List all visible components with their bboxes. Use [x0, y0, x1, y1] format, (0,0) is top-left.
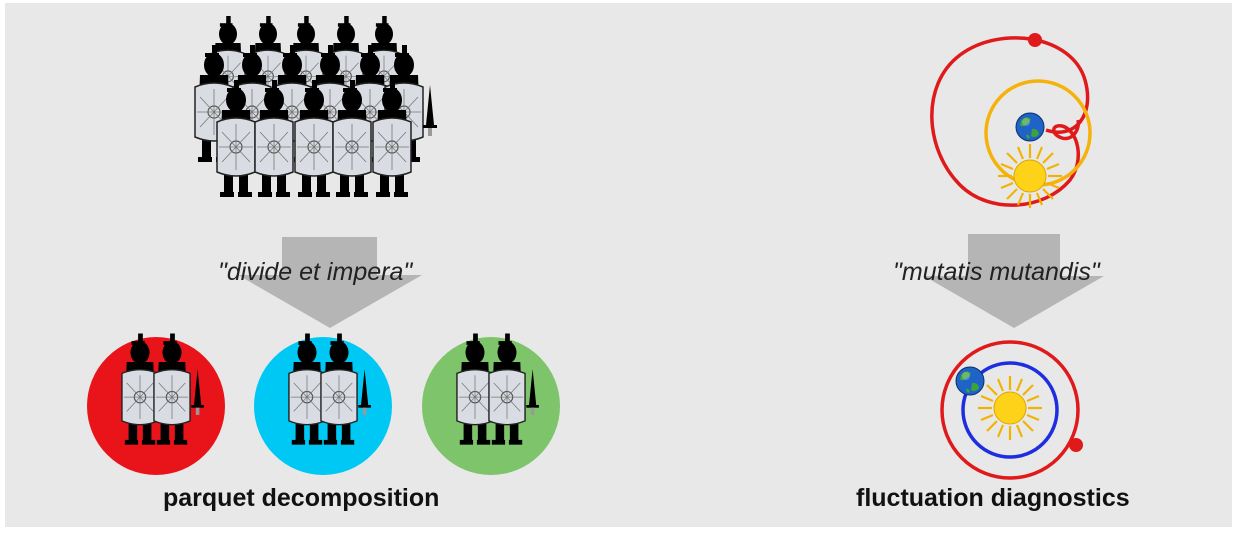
roman-army-icon: [195, 16, 437, 197]
green-group-icon: [422, 334, 560, 476]
heliocentric-orbit-icon: [942, 342, 1083, 478]
geocentric-orbit-icon: [932, 33, 1090, 208]
motto-mutatis-mutandis: "mutatis mutandis": [893, 258, 1100, 287]
motto-divide-et-impera: "divide et impera": [218, 258, 412, 287]
cyan-group-icon: [254, 334, 392, 476]
caption-fluctuation-diagnostics: fluctuation diagnostics: [856, 484, 1130, 513]
caption-parquet-decomposition: parquet decomposition: [163, 484, 439, 513]
red-group-icon: [87, 334, 225, 476]
